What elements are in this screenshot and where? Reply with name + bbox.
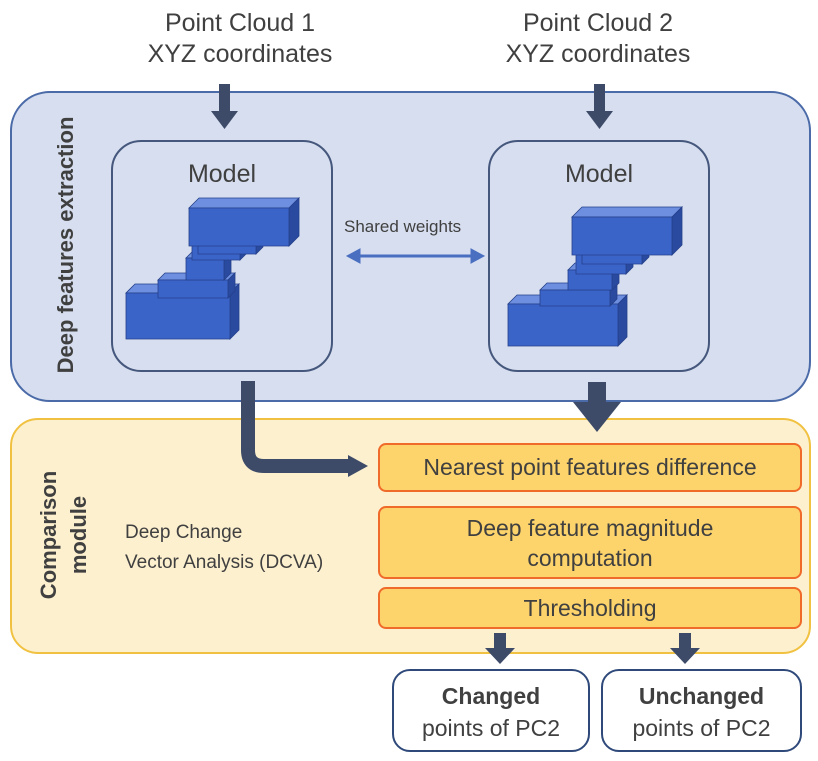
network-blocks-left [125, 197, 300, 340]
step-2-label-line-1: Deep feature magnitude [466, 514, 714, 541]
network-layer-block [185, 257, 225, 281]
network-layer-block [571, 216, 673, 256]
step-2-label-line-2: computation [527, 544, 653, 571]
arrow-model-left-to-difference [241, 381, 368, 477]
arrow-model-right-to-comparison [573, 382, 621, 432]
arrow-to-changed [485, 633, 515, 664]
dcva-line-2: Vector Analysis (DCVA) [125, 552, 324, 573]
dcva-line-1: Deep Change [125, 522, 243, 543]
shared-weights-label: Shared weights [344, 217, 462, 236]
model-right-title: Model [564, 160, 634, 188]
point-cloud-1-subtitle: XYZ coordinates [147, 40, 333, 68]
step-3-label: Thresholding [523, 594, 657, 621]
network-layer-block [507, 303, 619, 347]
step-nearest-point-difference: Nearest point features difference [378, 443, 802, 492]
arrow-to-unchanged [670, 633, 700, 664]
step-magnitude-computation: Deep feature magnitude computation [378, 506, 802, 579]
network-layer-block [125, 292, 231, 340]
network-layer-block [188, 197, 300, 209]
network-blocks-right [507, 206, 683, 347]
changed-title: Changed [441, 683, 541, 709]
changed-subtitle: points of PC2 [421, 715, 561, 741]
arrow-pc2-to-model [586, 84, 613, 129]
changed-output-box: Changed points of PC2 [392, 669, 590, 752]
point-cloud-2-subtitle: XYZ coordinates [505, 40, 691, 68]
network-layer-block [539, 289, 611, 307]
unchanged-title: Unchanged [638, 683, 765, 709]
step-thresholding: Thresholding [378, 587, 802, 629]
network-layer-block [157, 279, 229, 299]
network-layer-block [617, 294, 628, 347]
network-layer-block [188, 207, 290, 247]
point-cloud-1-title: Point Cloud 1 [164, 9, 316, 37]
arrow-pc1-to-model [211, 84, 238, 129]
point-cloud-1-label: Point Cloud 1 XYZ coordinates [120, 8, 360, 70]
model-left-title: Model [187, 160, 257, 188]
shared-weights-arrow [345, 248, 486, 264]
unchanged-output-box: Unchanged points of PC2 [601, 669, 802, 752]
step-1-label: Nearest point features difference [423, 454, 757, 480]
dcva-label: Deep Change Vector Analysis (DCVA) [125, 518, 323, 578]
point-cloud-2-title: Point Cloud 2 [522, 9, 674, 37]
network-layer-block [571, 206, 683, 218]
point-cloud-2-label: Point Cloud 2 XYZ coordinates [478, 8, 718, 70]
unchanged-subtitle: points of PC2 [632, 715, 771, 741]
